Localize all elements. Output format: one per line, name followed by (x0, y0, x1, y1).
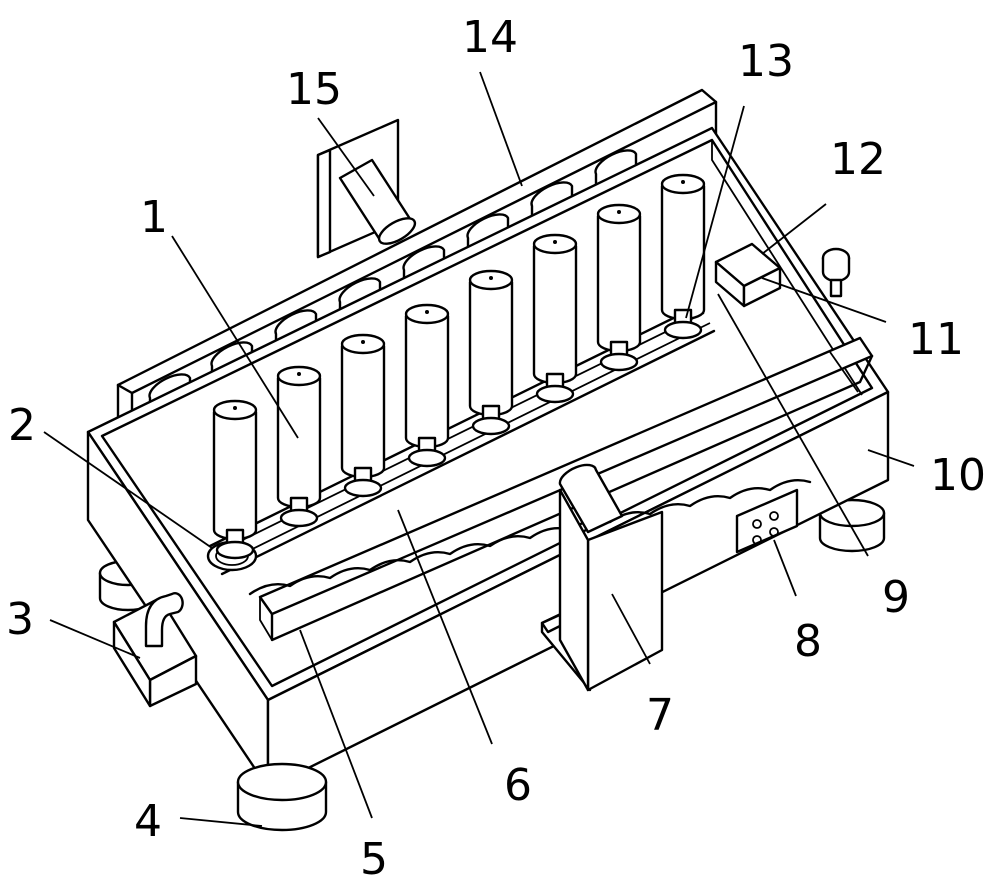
leader-2 (43, 431, 213, 549)
leader-14 (479, 71, 523, 187)
leader-7 (611, 593, 651, 665)
label-2: 2 (8, 400, 36, 451)
roller-8 (660, 173, 706, 340)
leader-10 (867, 449, 915, 467)
roller-7 (596, 203, 642, 372)
label-12: 12 (830, 134, 886, 185)
leader-8 (773, 539, 797, 597)
leader-12 (761, 203, 827, 255)
control-panel-8 (735, 488, 799, 554)
camera-15 (338, 158, 417, 245)
wavy-floor (248, 479, 812, 596)
roller-2 (276, 365, 322, 528)
label-15: 15 (286, 64, 342, 115)
leader-lines (43, 71, 915, 827)
label-5: 5 (360, 834, 388, 885)
label-8: 8 (794, 616, 822, 667)
roller-1 (212, 399, 258, 560)
label-4: 4 (134, 796, 162, 847)
leader-11 (761, 277, 887, 323)
leader-6 (397, 509, 493, 745)
label-14: 14 (462, 12, 518, 63)
label-13: 13 (738, 36, 794, 87)
leader-5 (299, 629, 373, 819)
roller-6 (532, 233, 578, 404)
leader-13 (685, 105, 745, 319)
label-1: 1 (140, 192, 168, 243)
roller-4 (404, 303, 450, 468)
label-9: 9 (882, 572, 910, 623)
label-7: 7 (646, 690, 674, 741)
motor-box-12 (714, 242, 782, 308)
leader-15 (317, 117, 375, 197)
leader-3 (49, 619, 141, 659)
foot-front-left (236, 762, 328, 832)
label-6: 6 (504, 760, 532, 811)
leader-1 (171, 235, 299, 439)
knob-11 (821, 247, 851, 298)
roller-3 (340, 333, 386, 498)
label-10: 10 (930, 450, 986, 501)
bracket-7 (540, 463, 664, 692)
leader-9 (717, 293, 869, 557)
roller-5 (468, 269, 514, 436)
nozzle-box-3 (112, 592, 198, 708)
label-3: 3 (6, 594, 34, 645)
leader-4 (179, 817, 263, 827)
part-labels: 1 2 3 4 5 6 7 8 9 10 11 12 13 14 15 (6, 12, 986, 885)
label-11: 11 (908, 314, 964, 365)
